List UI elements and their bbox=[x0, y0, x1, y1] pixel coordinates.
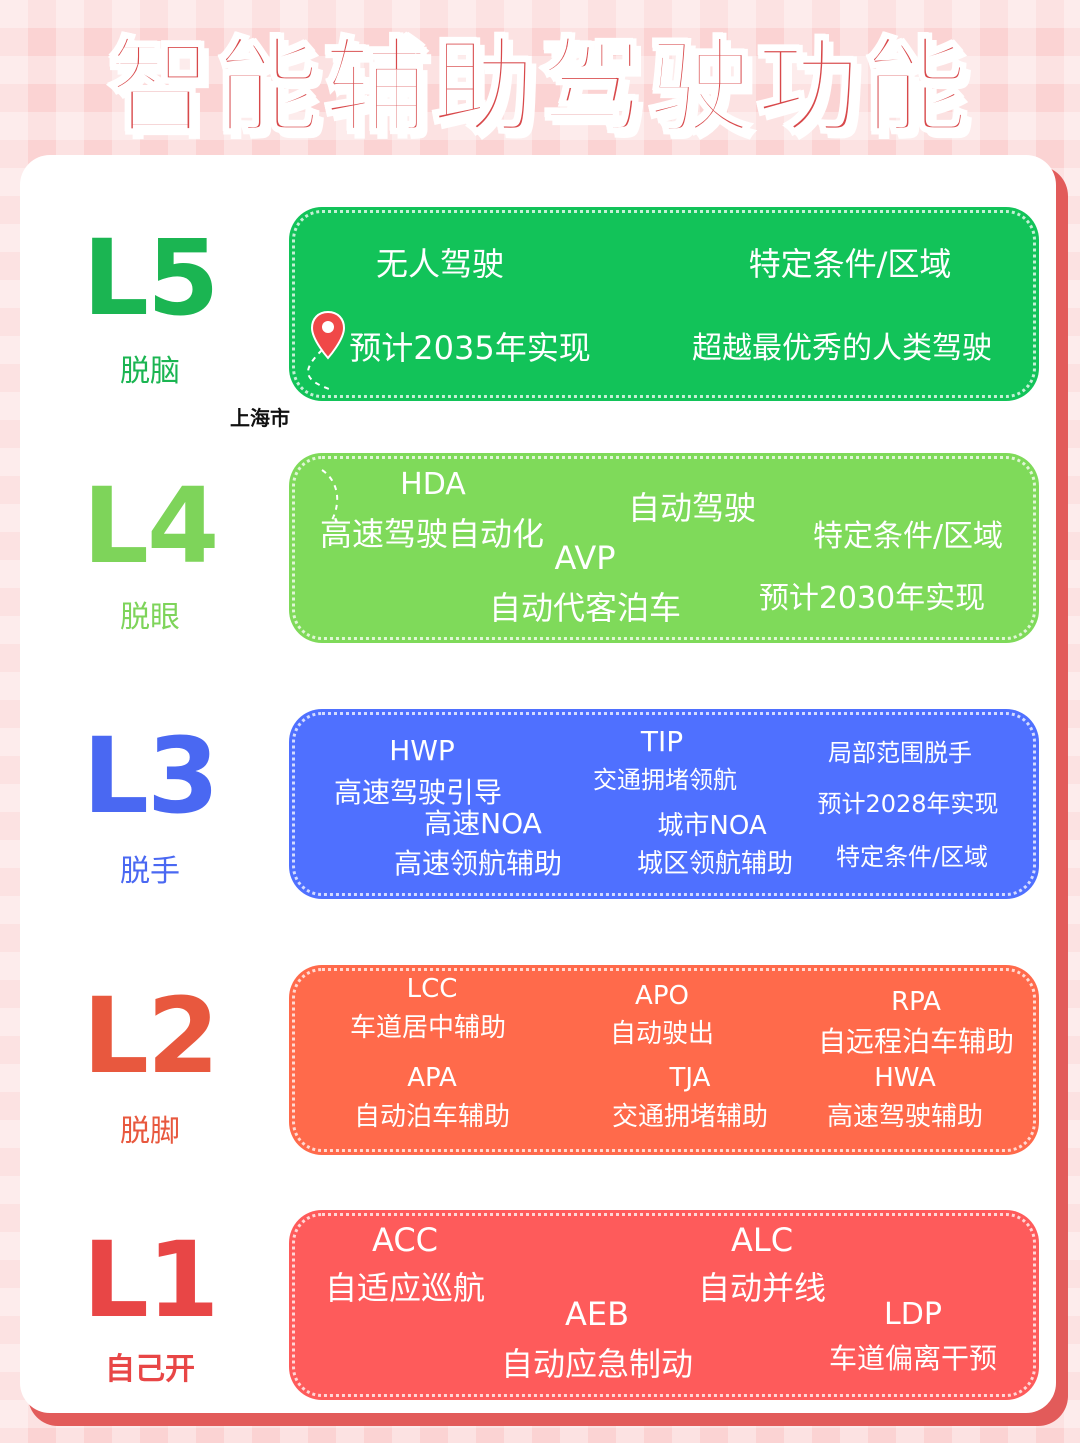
level-name-l1: 自己开 bbox=[105, 1352, 195, 1387]
l4-item: 自动代客泊车 bbox=[488, 589, 682, 627]
level-name-l3: 脱手 bbox=[120, 854, 180, 889]
l3-item: 高速领航辅助 bbox=[393, 847, 563, 880]
l1-item: ACC bbox=[371, 1221, 439, 1259]
level-code-l1: L1 bbox=[82, 1219, 220, 1341]
map-pin-icon bbox=[310, 310, 346, 360]
l1-item: 车道偏离干预 bbox=[828, 1342, 998, 1375]
l2-item: TJA bbox=[669, 1063, 711, 1093]
level-panel-l3 bbox=[292, 712, 1036, 896]
l1-item: 自动并线 bbox=[697, 1269, 827, 1307]
level-panel-l5 bbox=[292, 210, 1036, 398]
l2-item: 自远程泊车辅助 bbox=[817, 1025, 1015, 1058]
page-title: 智能辅助驾驶功能 bbox=[106, 25, 972, 150]
l3-item: 城市NOA bbox=[657, 811, 767, 841]
l5-item: 预计2035年实现 bbox=[349, 329, 591, 367]
level-panel-l1 bbox=[292, 1213, 1036, 1397]
level-panel-l2 bbox=[292, 968, 1036, 1152]
l1-item: AEB bbox=[564, 1295, 630, 1333]
l2-item: APO bbox=[635, 981, 689, 1011]
l1-item: 自动应急制动 bbox=[500, 1345, 694, 1383]
l2-item: HWA bbox=[874, 1063, 936, 1093]
l2-item: 自动驶出 bbox=[609, 1019, 715, 1049]
l2-item: 车道居中辅助 bbox=[349, 1013, 507, 1043]
l4-item: 预计2030年实现 bbox=[758, 581, 986, 616]
l2-item: APA bbox=[407, 1063, 457, 1093]
l3-item: TIP bbox=[640, 725, 684, 758]
l3-item: 局部范围脱手 bbox=[828, 739, 972, 767]
l3-item: 预计2028年实现 bbox=[817, 790, 999, 818]
l1-item: 自适应巡航 bbox=[324, 1269, 486, 1307]
level-panel-l4 bbox=[292, 456, 1036, 640]
l2-item: LCC bbox=[406, 974, 458, 1004]
l3-item: 特定条件/区域 bbox=[835, 843, 989, 871]
level-code-l3: L3 bbox=[82, 715, 220, 837]
l4-item: 高速驾驶自动化 bbox=[319, 515, 545, 553]
level-code-l4: L4 bbox=[82, 465, 220, 587]
l4-item: HDA bbox=[400, 467, 466, 502]
l2-item: 自动泊车辅助 bbox=[353, 1102, 511, 1132]
level-code-l2: L2 bbox=[82, 975, 220, 1097]
level-name-l5: 脱脑 bbox=[120, 354, 180, 389]
l2-item: 交通拥堵辅助 bbox=[611, 1102, 769, 1132]
level-name-l4: 脱眼 bbox=[120, 600, 180, 635]
l3-item: 高速驾驶引导 bbox=[333, 776, 503, 809]
l2-item: RPA bbox=[891, 987, 941, 1017]
l4-item: AVP bbox=[554, 539, 616, 577]
l2-item: 高速驾驶辅助 bbox=[826, 1102, 984, 1132]
l4-item: 特定条件/区域 bbox=[812, 519, 1004, 554]
route-dash-icon bbox=[307, 349, 339, 521]
location-label: 上海市 bbox=[230, 406, 290, 430]
l3-item: 城区领航辅助 bbox=[636, 849, 794, 879]
l3-item: 交通拥堵领航 bbox=[593, 766, 737, 794]
l3-item: HWP bbox=[389, 734, 455, 767]
l5-item: 超越最优秀的人类驾驶 bbox=[692, 331, 992, 366]
l5-item: 特定条件/区域 bbox=[748, 245, 952, 283]
level-code-l5: L5 bbox=[82, 217, 220, 339]
level-name-l2: 脱脚 bbox=[120, 1114, 180, 1149]
l3-item: 高速NOA bbox=[424, 807, 542, 840]
l4-item: 自动驾驶 bbox=[627, 489, 757, 527]
l1-item: ALC bbox=[730, 1221, 794, 1259]
l5-item: 无人驾驶 bbox=[375, 245, 505, 283]
l1-item: LDP bbox=[884, 1297, 942, 1332]
